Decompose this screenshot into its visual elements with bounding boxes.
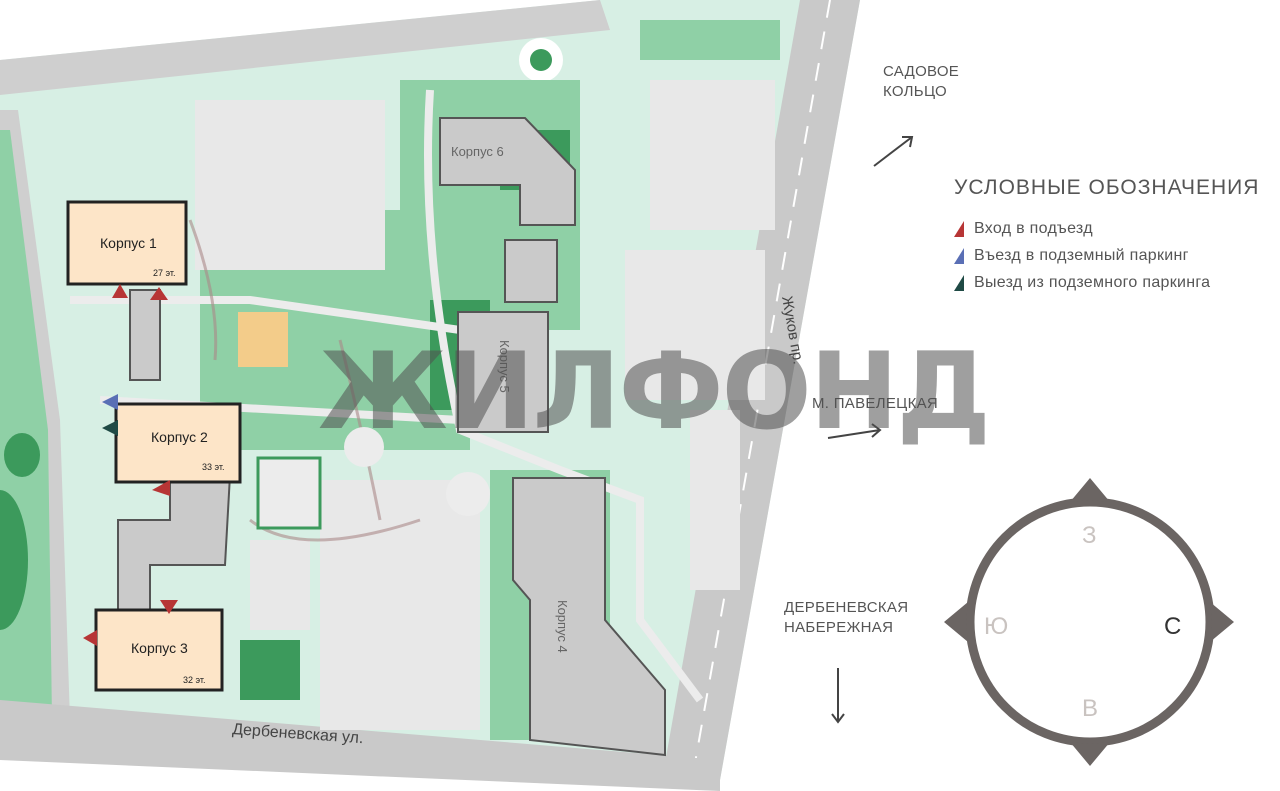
entrance-marker-icon xyxy=(83,630,97,646)
arrow-to-metro-icon xyxy=(827,423,882,439)
building-floors-k2: 33 эт. xyxy=(202,462,225,472)
left-tree xyxy=(4,433,40,477)
arrow-to-sadovoe-icon xyxy=(873,136,914,167)
maze-garden xyxy=(256,456,322,530)
direction-sadovoe-label: САДОВОЕ КОЛЬЦО xyxy=(883,63,960,100)
parking-entry-marker-icon xyxy=(102,394,118,410)
legend-item-parking-entry: Въезд в подземный паркинг xyxy=(954,246,1189,266)
arrow-to-embankment-icon xyxy=(831,668,845,724)
legend-title: УСЛОВНЫЕ ОБОЗНАЧЕНИЯ xyxy=(954,176,1260,199)
building-label-k6: Корпус 6 xyxy=(451,144,504,159)
legend-item-label: Въезд в подземный паркинг xyxy=(974,247,1189,264)
legend-item-parking-exit: Выезд из подземного паркинга xyxy=(954,273,1210,293)
playground-circle xyxy=(344,427,384,467)
neighbour-block-bottom-1 xyxy=(320,480,480,730)
left-lawn xyxy=(0,490,28,630)
neighbour-block-right-2 xyxy=(625,250,765,400)
playground-area xyxy=(238,312,288,367)
entrance-marker-icon xyxy=(112,284,128,298)
direction-embankment-label: ДЕРБЕНЕВСКАЯ НАБЕРЕЖНАЯ xyxy=(784,599,909,636)
neighbour-block-right-3 xyxy=(690,410,740,590)
fountain-circle xyxy=(446,472,490,516)
building-k3-shape xyxy=(94,608,224,692)
compass-east: В xyxy=(1082,695,1098,722)
entrance-marker-icon xyxy=(150,287,168,300)
legend-item-label: Выезд из подземного паркинга xyxy=(974,274,1211,291)
compass-rose xyxy=(944,478,1234,766)
building-floors-k3: 32 эт. xyxy=(183,675,206,685)
blue-triangle-icon xyxy=(954,248,964,264)
building-label-k5: Корпус 5 xyxy=(497,340,512,393)
top-road xyxy=(0,0,610,95)
building-k1-shape xyxy=(66,200,188,286)
building-label-k2: Корпус 2 xyxy=(151,429,208,445)
roundabout-inner xyxy=(530,49,552,71)
building-k2-shape xyxy=(114,402,242,484)
legend-item-entrance: Вход в подъезд xyxy=(954,219,1093,239)
compass-west: З xyxy=(1082,522,1097,549)
dark-green-triangle-icon xyxy=(954,275,964,291)
building-k6-shape xyxy=(439,117,576,226)
neighbour-block-bottom-2 xyxy=(250,540,310,630)
building-k6b-shape xyxy=(504,239,558,303)
direction-metro-label: М. ПАВЕЛЕЦКАЯ xyxy=(812,395,939,412)
compass-south: Ю xyxy=(984,613,1008,640)
parking-exit-marker-icon xyxy=(102,420,118,436)
entrance-marker-icon xyxy=(160,600,178,614)
green-patch-3 xyxy=(240,640,300,700)
building-floors-k1: 27 эт. xyxy=(153,268,176,278)
compass-north: С xyxy=(1164,613,1181,640)
entrance-marker-icon xyxy=(152,480,170,496)
bottom-street xyxy=(0,700,720,791)
building-label-k4: Корпус 4 xyxy=(555,600,570,653)
building-k5-shape xyxy=(457,311,549,433)
building-label-k1: Корпус 1 xyxy=(100,235,157,251)
building-k1-tail xyxy=(129,289,161,381)
red-triangle-icon xyxy=(954,221,964,237)
neighbour-block-top xyxy=(195,100,385,270)
green-top-right xyxy=(640,20,780,60)
building-label-k3: Корпус 3 xyxy=(131,640,188,656)
watermark: ЖИЛФОНД xyxy=(318,330,991,453)
legend-item-label: Вход в подъезд xyxy=(974,220,1093,237)
neighbour-block-right-1 xyxy=(650,80,775,230)
building-k4-shape xyxy=(512,477,666,757)
